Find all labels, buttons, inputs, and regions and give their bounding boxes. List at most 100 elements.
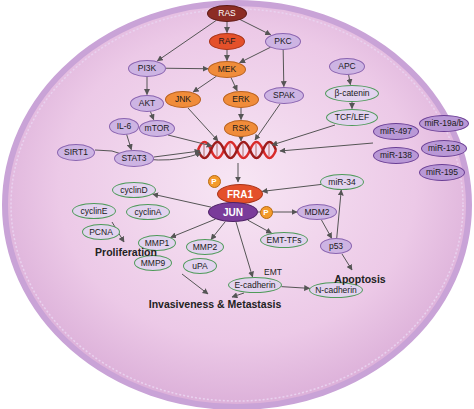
protein-node: PKC xyxy=(265,33,301,50)
node-label: P xyxy=(263,208,268,217)
signal-arrow xyxy=(171,219,216,237)
signal-arrow xyxy=(281,287,309,289)
signal-arrow xyxy=(337,190,342,238)
signal-arrow xyxy=(193,76,216,92)
signal-arrow xyxy=(127,134,132,149)
node-label: miR-138 xyxy=(380,151,412,160)
node-label: cyclinE xyxy=(81,207,108,216)
protein-node: p53 xyxy=(320,238,352,254)
node-label: uPA xyxy=(192,262,207,271)
node-label: MMP9 xyxy=(141,259,166,268)
node-label: miR-497 xyxy=(380,127,412,136)
node-label: miR-34 xyxy=(328,178,355,187)
signal-arrow xyxy=(283,49,285,86)
node-label: FRA1 xyxy=(227,190,253,199)
node-label: E-cadherin xyxy=(234,281,275,290)
node-label: PCNA xyxy=(89,228,113,237)
outcome-label: Proliferation xyxy=(95,246,157,258)
signal-arrow xyxy=(241,108,242,120)
node-label: RAF xyxy=(219,37,236,46)
node-label: JNK xyxy=(175,95,191,104)
node-label: AKT xyxy=(139,99,156,108)
node-label: JUN xyxy=(223,208,243,217)
protein-node: ERK xyxy=(223,91,259,108)
signal-arrow xyxy=(262,184,321,191)
signal-arrow xyxy=(227,22,228,33)
node-label: MEK xyxy=(218,65,236,74)
outcome-label: EMT xyxy=(264,267,282,277)
protein-node: IL-6 xyxy=(109,118,139,135)
node-label: cyclinA xyxy=(135,208,162,217)
node-label: PKC xyxy=(274,37,291,46)
protein-node: AKT xyxy=(130,95,164,112)
protein-node: E-cadherin xyxy=(228,277,282,293)
node-label: IL-6 xyxy=(117,122,132,131)
protein-node: mTOR xyxy=(139,120,175,137)
node-label: STAT3 xyxy=(121,154,146,163)
protein-node: JUN xyxy=(208,202,258,222)
signal-arrow xyxy=(147,77,148,95)
protein-node: miR-34 xyxy=(320,174,364,190)
cell-membrane xyxy=(5,3,469,407)
membrane-inner-layer xyxy=(11,9,463,401)
node-label: miR-130 xyxy=(428,144,460,153)
protein-node: cyclinE xyxy=(72,203,116,219)
protein-node: miR-19a/b xyxy=(419,115,469,132)
protein-node: PI3K xyxy=(128,60,166,77)
node-label: mTOR xyxy=(145,124,170,133)
node-label: MDM2 xyxy=(304,208,329,217)
signal-arrow xyxy=(227,50,228,61)
protein-node: MEK xyxy=(208,61,246,78)
node-label: RAS xyxy=(218,9,235,18)
protein-node: SPAK xyxy=(264,87,304,104)
protein-node: JNK xyxy=(165,91,201,108)
signal-arrow xyxy=(240,19,271,34)
node-label: SPAK xyxy=(273,91,295,100)
protein-node: EMT-TFs xyxy=(260,232,308,248)
signal-arrow xyxy=(240,47,271,62)
signal-arrow xyxy=(248,220,272,233)
node-label: p53 xyxy=(329,242,343,251)
node-label: P xyxy=(211,177,216,186)
node-label: SIRT1 xyxy=(64,148,88,157)
protein-node: β-catenin xyxy=(325,85,379,102)
protein-node: RAS xyxy=(207,5,247,22)
signal-arrow xyxy=(352,102,353,109)
protein-node: miR-138 xyxy=(373,147,419,164)
node-label: RSK xyxy=(232,124,249,133)
dna-helix xyxy=(198,142,276,158)
protein-node: cyclinA xyxy=(126,204,170,220)
protein-node: uPA xyxy=(183,258,217,274)
regulation-lines xyxy=(95,104,373,297)
signal-arrow xyxy=(211,222,225,240)
protein-node: miR-497 xyxy=(373,123,419,140)
protein-node: MMP2 xyxy=(186,239,224,255)
protein-node: MDM2 xyxy=(297,204,337,220)
signal-arrow xyxy=(150,111,153,119)
outcome-label: Apoptosis xyxy=(334,273,385,285)
node-label: PI3K xyxy=(138,64,156,73)
node-label: miR-195 xyxy=(426,168,458,177)
protein-node: STAT3 xyxy=(114,150,154,167)
signal-arrow xyxy=(321,220,331,238)
signal-arrow xyxy=(231,77,237,90)
phospho-badge: P xyxy=(208,175,221,188)
protein-node: SIRT1 xyxy=(57,144,95,161)
signal-arrow xyxy=(157,20,216,61)
node-label: EMT-TFs xyxy=(267,236,302,245)
outcome-label: Invasiveness & Metastasis xyxy=(149,298,282,310)
signal-arrow xyxy=(349,74,351,84)
node-label: TCF/LEF xyxy=(335,113,369,122)
node-label: N-cadherin xyxy=(315,286,357,295)
phospho-badge: P xyxy=(260,206,273,219)
protein-node: miR-130 xyxy=(421,140,467,157)
signal-arrow xyxy=(236,222,253,277)
node-label: MMP2 xyxy=(193,243,218,252)
protein-node: PCNA xyxy=(82,224,120,240)
protein-node: TCF/LEF xyxy=(326,109,378,126)
node-label: miR-19a/b xyxy=(424,119,463,128)
protein-node: cyclinD xyxy=(112,182,156,198)
protein-node: RAF xyxy=(209,33,245,50)
protein-node: RSK xyxy=(224,120,258,137)
